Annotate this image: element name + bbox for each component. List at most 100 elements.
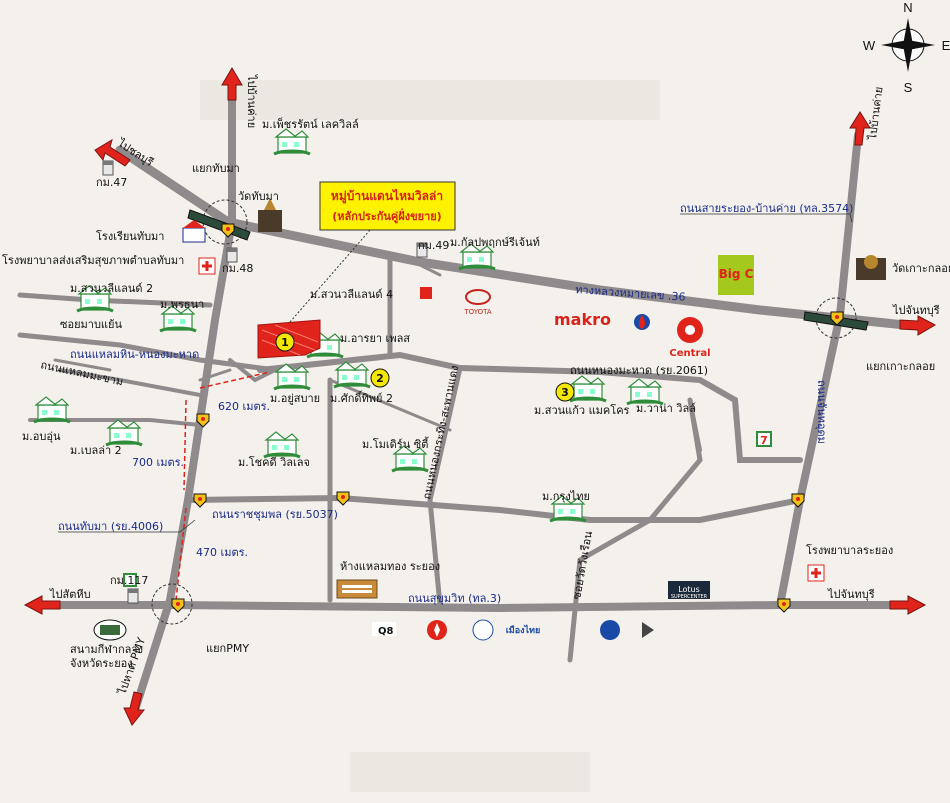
label-km49: กม.49 xyxy=(418,239,449,252)
temple-icon xyxy=(856,255,886,280)
compass-e: E xyxy=(942,38,950,53)
label-m-suankaew: ม.สวนแก้ว แมคโคร xyxy=(534,403,630,417)
label-rayong-bankhai: ถนนสายระยอง-บ้านค่าย (ทล.3574) xyxy=(680,202,853,215)
label-hospital-rayong: โรงพยาบาลระยอง xyxy=(806,543,893,557)
arrow-pmy xyxy=(123,691,146,726)
bank-icon xyxy=(600,620,620,640)
label-m-suanwalee4: ม.สวนวลีแลนด์ 4 xyxy=(310,288,393,301)
label-m-pornthana: ม.พรธนา xyxy=(160,298,204,311)
label-m-modern: ม.โมเดิร์น ซิตี้ xyxy=(362,436,429,451)
muangthai-logo: เมืองไทย xyxy=(506,624,541,636)
label-soi-mabyang: ซอยมาบแย้น xyxy=(60,318,122,331)
label-m-yusabai: ม.อยู่สบาย xyxy=(270,392,320,405)
hospital-icon xyxy=(198,257,216,275)
label-d620: 620 เมตร. xyxy=(218,400,270,413)
label-junction-kokloi: แยกเกาะกลอย xyxy=(866,360,935,373)
bigc-logo xyxy=(718,255,754,295)
label-junction-thapma: แยกทับมา xyxy=(192,162,240,175)
label-junction-pmy: แยกPMY xyxy=(206,642,249,655)
school-icon xyxy=(182,220,206,243)
central-label: Central xyxy=(669,348,710,359)
label-m-suanwalee2: ม.สวนวลีแลนด์ 2 xyxy=(70,282,153,295)
arrow-bankhai xyxy=(849,111,871,146)
hospital-icon xyxy=(807,564,825,582)
junction-pmy-circle xyxy=(151,583,193,625)
road-nongmahad xyxy=(257,351,803,463)
lotus-label: Lotus xyxy=(678,585,700,594)
label-stadium-2: จังหวัดระยอง xyxy=(70,657,133,670)
compass-n: N xyxy=(903,0,912,15)
road-highway36 xyxy=(115,145,910,330)
label-stadium-1: สนามกีฬากลาง xyxy=(70,643,143,656)
lotus-sub: SUPERCENTER xyxy=(671,594,708,600)
label-m-chokdee: ม.โชคดี วิลเลจ xyxy=(238,455,310,469)
label-to-chanthaburi-1: ไปจันทบุรี xyxy=(892,304,940,317)
label-laemhin: ถนนแหลมหิน-หนองมะหาด xyxy=(70,348,199,361)
label-d470: 470 เมตร. xyxy=(196,546,248,559)
marker-1: 1 xyxy=(281,336,289,349)
arrow-chanthaburi-bottom xyxy=(889,595,927,615)
restaurant-icon xyxy=(420,287,432,299)
road-jantudom xyxy=(776,131,862,609)
lotus-logo xyxy=(668,581,710,599)
label-km47: กม.47 xyxy=(96,176,127,189)
label-m-petcharat: ม.เพ็ชรรัตน์ เลควิลล์ xyxy=(262,117,359,131)
q8-label: Q8 xyxy=(378,626,394,637)
label-ratchaumphon: ถนนราชชุมพล (รย.5037) xyxy=(212,508,338,521)
arrow-north xyxy=(221,67,243,101)
label-m-bella2: ม.เบลล่า 2 xyxy=(70,444,122,457)
marker-2: 2 xyxy=(376,372,384,385)
toyota-label: TOYOTA xyxy=(463,308,492,316)
label-hospital-local: โรงพยาบาลส่งเสริมสุขภาพตำบลทับมา xyxy=(2,253,184,267)
label-wat-kokloi: วัดเกาะกลอย xyxy=(892,262,950,275)
label-school: โรงเรียนทับมา xyxy=(96,229,164,243)
temple-icon xyxy=(258,198,282,232)
label-km117: กม.117 xyxy=(110,574,148,587)
arrow-chanthaburi-top xyxy=(899,315,937,336)
label-mall: ห้างแหลมทอง ระยอง xyxy=(340,560,440,573)
q8-logo xyxy=(372,622,396,636)
label-to-chanthaburi-2: ไปจันทบุรี xyxy=(827,588,875,601)
label-m-araya: ม.อารยา เพลส xyxy=(340,332,410,345)
km-post-icon xyxy=(127,588,139,604)
toyota-logo xyxy=(465,289,491,305)
stadium-icon xyxy=(93,619,127,641)
roads xyxy=(17,86,910,714)
ptt-icon xyxy=(634,314,650,330)
label-m-aobun: ม.อบอุ่น xyxy=(22,430,61,443)
label-jantudom: ถนนจันทอุดม xyxy=(815,380,828,444)
marker-3: 3 xyxy=(561,386,569,399)
callout-subtitle: (หลักประกันคู่ฝั่งขยาย) xyxy=(332,208,441,224)
seven-label: 7 xyxy=(760,434,768,447)
road-ratchaumphon xyxy=(185,494,803,523)
bigc-label: Big C xyxy=(719,267,754,281)
mall-icon xyxy=(336,579,378,599)
project-callout: หมู่บ้านแดนไหมวิลล่า (หลักประกันคู่ฝั่งข… xyxy=(289,181,456,323)
makro-logo: makro xyxy=(554,310,611,329)
distance-lines xyxy=(175,371,271,601)
junction-thapma-circle xyxy=(202,199,248,245)
arrow-sattahip xyxy=(23,595,61,615)
numbered-markers: 1 2 3 xyxy=(275,332,575,402)
km-post-icon xyxy=(102,160,114,176)
arrow-chonburi xyxy=(94,138,131,167)
seven-eleven-logo xyxy=(756,431,772,447)
label-km48: กม.48 xyxy=(222,262,253,275)
compass-s: S xyxy=(904,80,913,95)
label-thapma-road: ถนนทับมา (รย.4006) xyxy=(58,520,163,533)
callout-title: หมู่บ้านแดนไหมวิลล่า xyxy=(331,188,443,204)
seven-eleven-logo xyxy=(123,573,137,587)
label-to-sattahip: ไปสัตหีบ xyxy=(49,588,91,601)
label-to-north: ไปบ้านค่าย xyxy=(245,74,258,128)
label-nongmahad: ถนนหนองมะหาด (รย.2061) xyxy=(570,364,708,377)
label-m-wana: ม.วาน่า วิลล์ xyxy=(636,402,696,415)
direction-arrows xyxy=(23,67,937,726)
compass-w: W xyxy=(863,38,876,53)
label-m-kanphruek: ม.กัลปพฤกษ์รีเจ้นท์ xyxy=(450,236,540,249)
km-post-icon xyxy=(226,247,238,263)
landmark-icons: TOYOTA makro Central Big C 7 Lotus SUPER… xyxy=(93,198,886,641)
label-m-saksit2: ม.ศักดิ์ทิพย์ 2 xyxy=(330,390,393,405)
label-m-krungthai: ม.กรุงไทย xyxy=(542,490,590,503)
